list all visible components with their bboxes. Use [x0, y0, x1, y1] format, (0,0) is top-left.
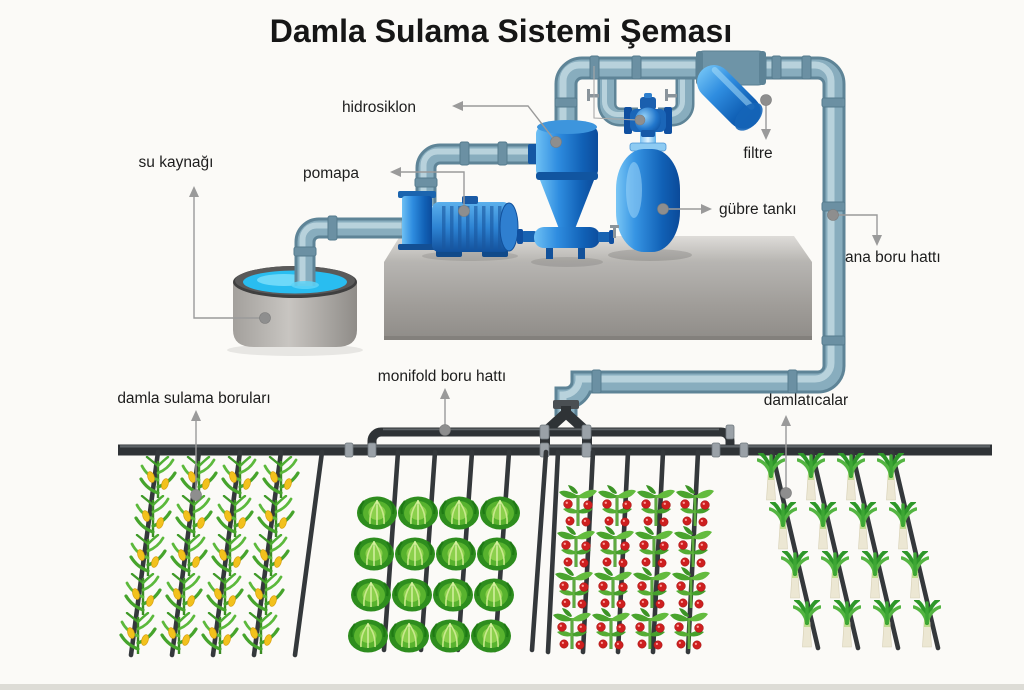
main-pipe-run	[554, 56, 846, 416]
cabbage-plant	[432, 577, 474, 613]
drip-line	[545, 449, 561, 655]
cabbage-plant	[388, 618, 430, 654]
water-source-text: su kaynağı	[139, 154, 214, 171]
pump-discharge-pipe	[415, 143, 536, 206]
manifold-line-text: monifold boru hattı	[378, 368, 506, 385]
riser-adapter	[553, 400, 579, 409]
pipe-couplings	[293, 55, 846, 394]
cabbage-plant	[391, 577, 433, 613]
cabbage-plant	[397, 495, 439, 531]
field-piping	[118, 400, 992, 458]
cabbage-plant	[350, 577, 392, 613]
steel-pipes	[291, 55, 846, 416]
cabbage-plant	[353, 536, 395, 572]
cyclone-cone	[540, 180, 594, 234]
pipe-sleeves	[344, 424, 749, 458]
cabbage-plant	[438, 495, 480, 531]
drip-line	[529, 449, 549, 653]
cabbage-plant	[394, 536, 436, 572]
cabbage-plant	[429, 618, 471, 654]
label-water-source: su kaynağı	[139, 154, 271, 324]
cabbage-plant	[347, 618, 389, 654]
y-junction	[540, 406, 592, 450]
suction-pipe	[291, 217, 404, 289]
injector-loop-pipes	[597, 67, 695, 127]
cabbage-plant	[435, 536, 477, 572]
cabbage-plant	[356, 495, 398, 531]
filter-text: filtre	[743, 145, 772, 162]
cabbage-plant	[473, 577, 515, 613]
drip-pipes-text: damla sulama boruları	[117, 390, 270, 407]
fertilizer-tank	[608, 142, 692, 261]
cabbage-field	[347, 449, 549, 654]
emitters-text: damlatıcalar	[764, 392, 848, 409]
pump-text: pomapa	[303, 165, 359, 182]
tomato-field	[545, 449, 715, 655]
bottom-edge-strip	[0, 684, 1024, 690]
label-pump: pomapa	[303, 165, 470, 217]
label-fertilizer-tank: gübre tankı	[657, 201, 797, 218]
cabbage-plant	[479, 495, 521, 531]
filter	[695, 50, 767, 131]
hydrocyclone-text: hidrosiklon	[342, 99, 416, 116]
main-line-text: ana boru hattı	[845, 249, 941, 266]
label-hydrocyclone: hidrosiklon	[342, 99, 562, 148]
leek-field	[757, 449, 941, 651]
injector-valve	[624, 93, 672, 137]
label-emitters: damlatıcalar	[764, 392, 848, 499]
annotations: su kaynağı pomapa hidrosiklon filtre güb…	[117, 66, 941, 501]
corn-field	[119, 449, 325, 658]
cabbage-plant	[470, 618, 512, 654]
pump	[398, 191, 519, 261]
label-drip-pipes: damla sulama boruları	[117, 390, 271, 501]
fertilizer-tank-text: gübre tankı	[719, 201, 797, 218]
label-filter: filtre	[743, 94, 773, 162]
label-main-line: ana boru hattı	[827, 209, 941, 266]
page-title: Damla Sulama Sistemi Şeması	[270, 13, 732, 49]
cabbage-plant	[476, 536, 518, 572]
drip-line	[292, 449, 325, 658]
label-manifold-line: monifold boru hattı	[378, 368, 506, 436]
injector-leader	[593, 66, 646, 126]
